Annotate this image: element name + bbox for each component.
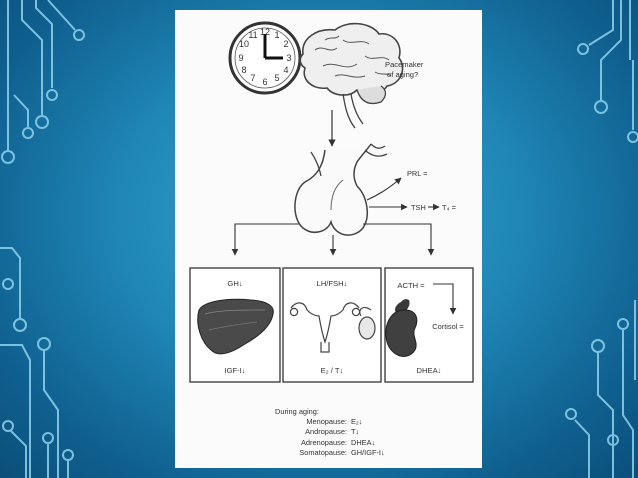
e2-t-label: E₂ / T↓	[321, 366, 344, 375]
clock-num: 4	[283, 65, 288, 75]
aging-row-value: DHEA↓	[351, 437, 376, 447]
clock-num: 12	[260, 27, 270, 37]
cortisol-label: Cortisol =	[432, 322, 463, 331]
liver-icon	[197, 298, 274, 355]
lhfsh-label: LH/FSH↓	[317, 279, 348, 288]
figure-slide: 12 1 2 3 4 5 6 7 8 9 10 11 Pacemaker of …	[175, 10, 482, 468]
clock-num: 3	[286, 53, 291, 63]
aging-row-label: Somatopause:	[299, 447, 347, 457]
aging-row: Somatopause: GH/IGF-I↓	[275, 447, 385, 458]
pacemaker-label: of aging?	[387, 70, 418, 79]
pacemaker-label: Pacemaker	[385, 60, 424, 69]
clock-num: 8	[241, 65, 246, 75]
clock-num: 2	[283, 39, 288, 49]
igf-label: IGF-I↓	[224, 366, 245, 375]
adrenal-kidney-icon	[385, 299, 418, 357]
t4-label: T₄ =	[442, 203, 456, 212]
clock-num: 11	[248, 30, 257, 40]
clock-num: 9	[238, 53, 243, 63]
aging-row-value: T↓	[351, 427, 360, 437]
clock-num: 5	[274, 73, 279, 83]
clock-icon: 12 1 2 3 4 5 6 7 8 9 10 11	[228, 21, 302, 95]
gh-label: GH↓	[227, 279, 242, 288]
brain-icon	[299, 22, 404, 129]
aging-row: Andropause: T↓	[275, 427, 385, 437]
aging-row-value: E₂↓	[351, 417, 363, 427]
aging-row-label: Menopause:	[306, 417, 347, 427]
acth-label: ACTH =	[397, 281, 425, 290]
aging-endocrine-diagram: 12 1 2 3 4 5 6 7 8 9 10 11 Pacemaker of …	[189, 21, 474, 383]
aging-row-label: Andropause:	[305, 427, 347, 437]
aging-heading: During aging:	[275, 407, 319, 416]
prl-label: PRL =	[407, 169, 427, 178]
aging-row: Menopause: E₂↓	[275, 417, 385, 427]
clock-num: 10	[239, 39, 249, 49]
dhea-label: DHEA↓	[417, 366, 442, 375]
aging-row-value: GH/IGF-I↓	[351, 447, 385, 457]
pituitary-gland-icon	[294, 143, 388, 236]
testis-icon	[358, 307, 376, 340]
aging-row: Adrenopause: DHEA↓	[275, 438, 385, 448]
aging-summary: During aging: Menopause: E₂↓ Andropause:…	[275, 407, 385, 458]
clock-num: 1	[274, 30, 279, 40]
circuit-decoration-right	[565, 0, 638, 478]
circuit-decoration-left	[0, 0, 85, 478]
tsh-label: TSH	[411, 203, 426, 212]
clock-num: 6	[262, 77, 267, 87]
uterus-icon	[289, 302, 361, 353]
aging-row-label: Adrenopause:	[300, 437, 347, 447]
clock-num: 7	[250, 73, 255, 83]
